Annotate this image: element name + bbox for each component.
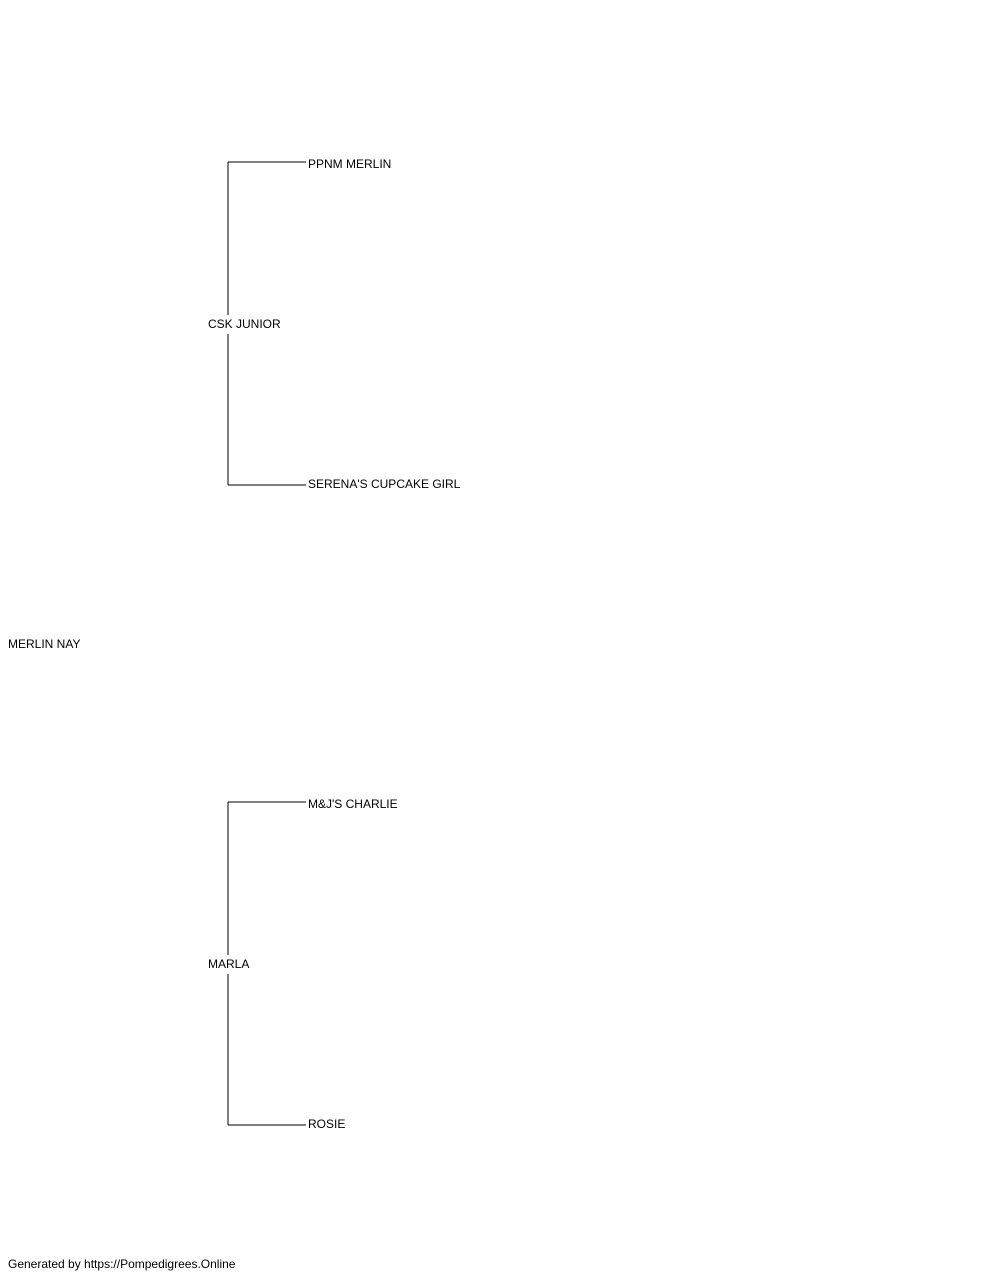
subject-name: MERLIN NAY (8, 637, 81, 651)
dam-dam-name: ROSIE (308, 1117, 346, 1131)
sire-dam-name: SERENA'S CUPCAKE GIRL (308, 477, 461, 491)
dam-sire-name: M&J'S CHARLIE (308, 797, 398, 811)
sire-name: CSK JUNIOR (208, 315, 281, 333)
sire-sire-name: PPNM MERLIN (308, 157, 392, 171)
footer-credit: Generated by https://Pompedigrees.Online (8, 1257, 236, 1271)
dam-name: MARLA (208, 955, 250, 973)
